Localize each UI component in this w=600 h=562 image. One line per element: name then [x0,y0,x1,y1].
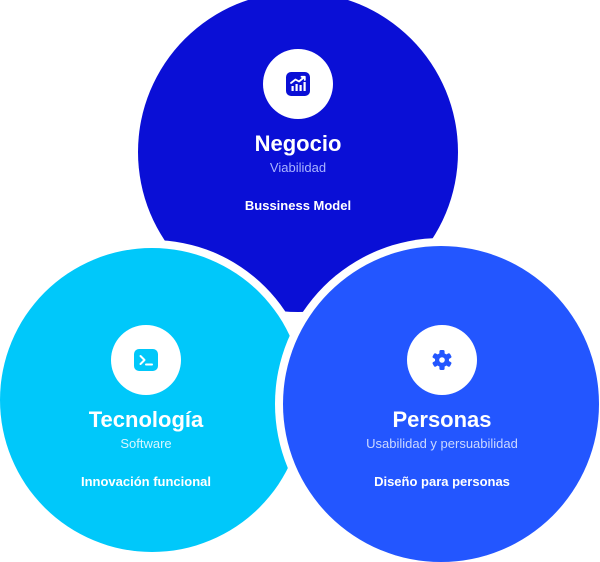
personas-subtitle: Usabilidad y persuabilidad [366,436,518,451]
negocio-icon-badge [263,49,333,119]
tecnologia-subtitle: Software [120,436,172,451]
tecnologia-tag: Innovación funcional [80,474,211,489]
personas-tag: Diseño para personas [374,474,510,489]
tecnologia-content: Tecnología Software Innovación funcional [41,325,251,491]
chart-growth-icon [286,72,310,96]
personas-content: Personas Usabilidad y persuabilidad Dise… [312,325,572,491]
gear-icon [432,350,452,370]
personas-icon-badge [407,325,477,395]
negocio-tag: Bussiness Model [244,198,352,213]
negocio-subtitle: Viabilidad [269,160,327,175]
circle-tecnologia [0,248,304,552]
negocio-content: Negocio Viabilidad Bussiness Model [198,49,398,215]
negocio-title: Negocio [254,131,342,156]
circle-personas [283,246,599,562]
tecnologia-title: Tecnología [88,407,204,432]
personas-title: Personas [392,407,492,432]
terminal-icon [134,349,158,371]
tecnologia-icon-badge [111,325,181,395]
